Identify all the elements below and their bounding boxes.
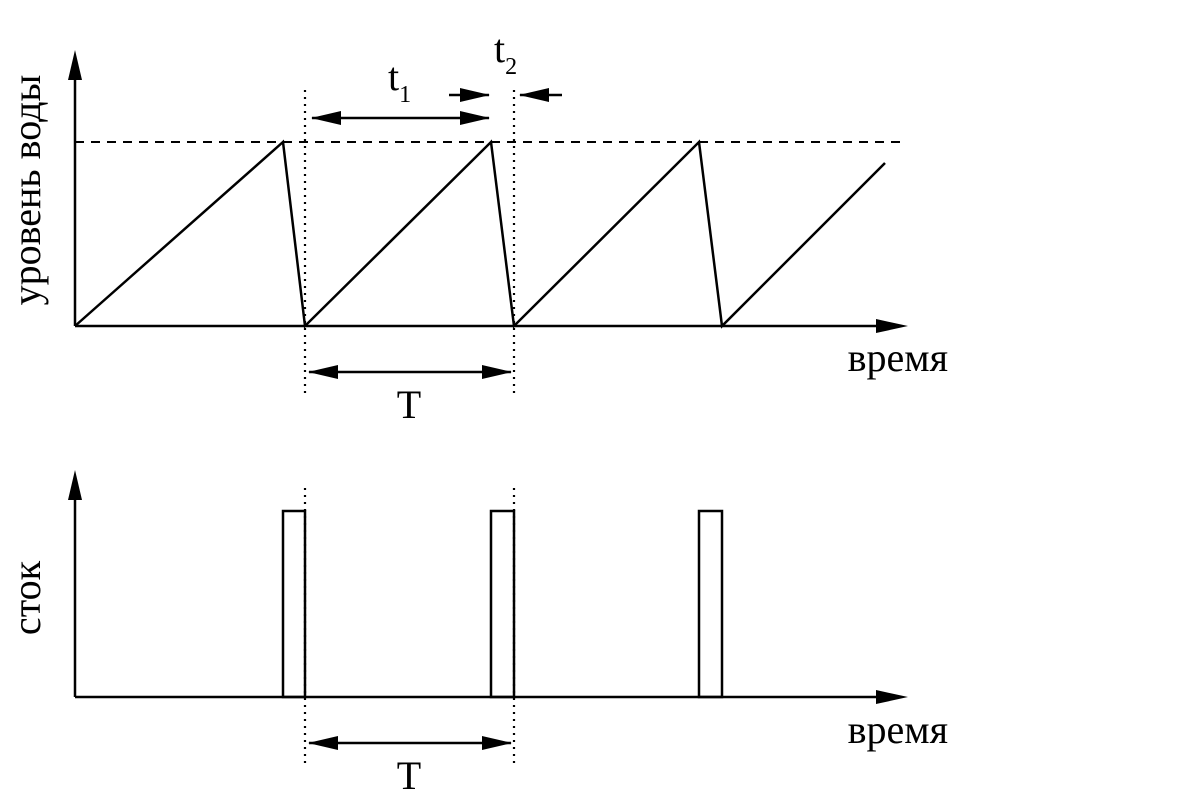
outflow-pulse-1: [281, 509, 307, 699]
bottom-x-axis-arrowhead: [876, 690, 908, 704]
top-x-axis-label: время: [848, 335, 948, 380]
bottom-y-axis-arrowhead: [68, 470, 82, 500]
bottom-period-label: T: [397, 753, 421, 794]
bottom-x-axis-label: время: [848, 707, 948, 752]
top-x-axis-arrowhead: [876, 319, 908, 333]
water-level-curve: [74, 139, 886, 329]
t1-label: t1: [388, 54, 411, 108]
outflow-pulse-2: [489, 509, 516, 699]
t1-subscript: 1: [399, 82, 411, 108]
top-y-axis-arrowhead: [68, 50, 82, 80]
water-level-panel: t1 t2 T время уровень воды: [4, 26, 948, 427]
t2-label: t2: [494, 26, 517, 80]
top-period-label: T: [397, 382, 421, 427]
top-y-axis-label: уровень воды: [4, 75, 49, 306]
t2-subscript: 2: [505, 54, 517, 80]
bottom-y-axis-label: сток: [4, 560, 49, 635]
outflow-panel: T время сток: [4, 470, 948, 794]
outflow-pulse-3: [697, 509, 724, 699]
